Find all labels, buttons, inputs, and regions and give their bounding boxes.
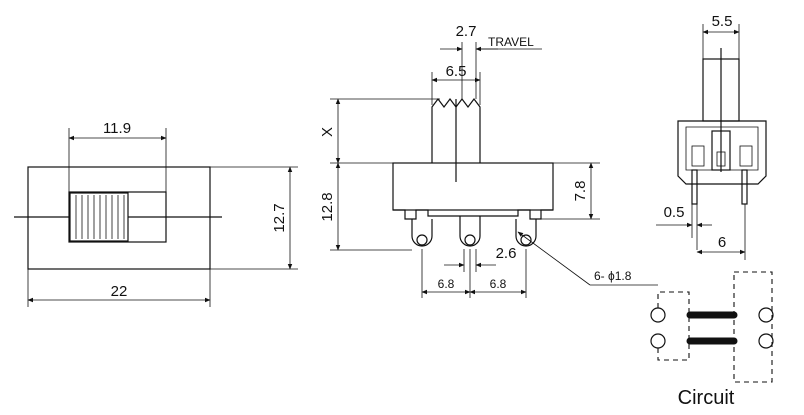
top-view-body <box>27 166 211 270</box>
dim-pin-spacing: 6 <box>718 234 726 251</box>
housing-base <box>393 209 553 220</box>
front-view: 2.7 TRAVEL 6.5 X 12.8 7.8 2.6 6.8 6.8 <box>319 23 658 298</box>
dim-pin-offset: 2.6 <box>496 245 517 262</box>
end-housing-inner <box>685 126 759 171</box>
dim-actuator-width: 6.5 <box>446 63 467 80</box>
end-pins <box>691 169 748 205</box>
dim-pin-pitch-left: 6.8 <box>438 277 455 291</box>
circuit-label: Circuit <box>678 387 735 409</box>
end-slider <box>711 130 731 171</box>
dim-actuator-height: X <box>319 127 336 137</box>
dim-pin-thickness: 0.5 <box>664 204 685 221</box>
dim-top-width: 11.9 <box>103 120 131 137</box>
dim-travel: 2.7 <box>456 23 477 40</box>
actuator-slot <box>68 191 167 243</box>
circuit-diagram: Circuit <box>650 271 774 409</box>
circuit-terminal-right-top <box>758 307 774 323</box>
dim-bottom-length: 22 <box>111 283 128 300</box>
circuit-terminal-left-bottom <box>650 333 666 349</box>
dim-body-height: 12.8 <box>319 192 336 221</box>
dim-pin-pitch-right: 6.8 <box>490 277 507 291</box>
dim-pin-hole: 6- ϕ1.8 <box>594 269 632 283</box>
dim-end-width: 5.5 <box>712 13 733 30</box>
top-view: 11.9 22 12.7 <box>14 120 298 307</box>
knob-grip-lines <box>75 195 125 239</box>
end-contacts <box>691 145 753 167</box>
housing <box>392 162 554 211</box>
circuit-terminal-left-top <box>650 307 666 323</box>
circuit-terminal-right-bottom <box>758 333 774 349</box>
end-view: 5.5 0.5 6 <box>656 13 767 260</box>
front-pins <box>411 216 537 247</box>
actuator-knob <box>69 192 129 242</box>
end-housing <box>677 120 767 185</box>
circuit-dashed-links <box>657 271 773 383</box>
dim-case-height: 7.8 <box>572 181 589 202</box>
dim-side-height: 12.7 <box>271 203 288 232</box>
travel-label: TRAVEL <box>488 35 534 49</box>
